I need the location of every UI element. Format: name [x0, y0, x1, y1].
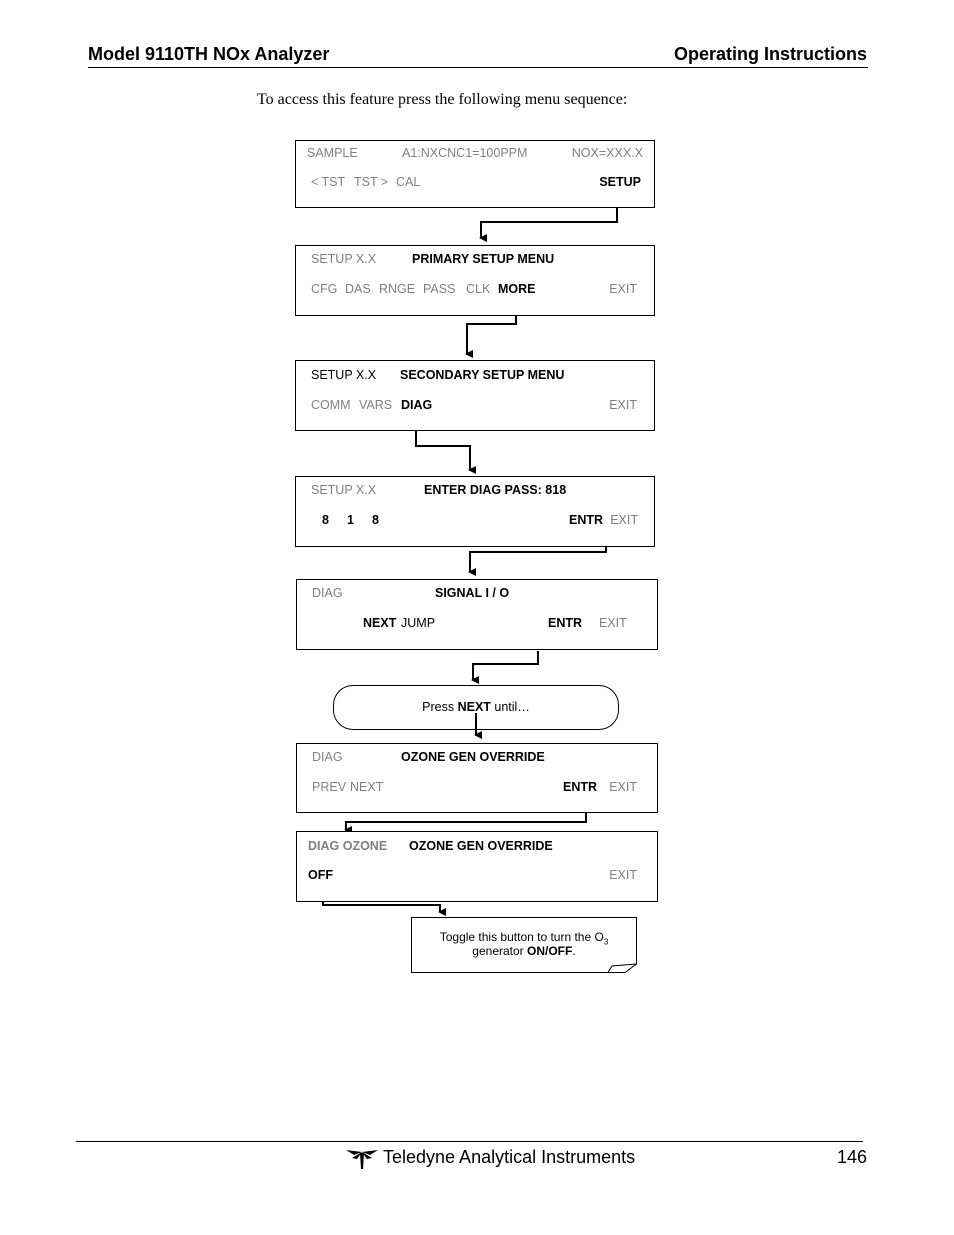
screen-title: SIGNAL I / O — [435, 586, 510, 600]
screen-mode: SETUP X.X — [311, 368, 377, 382]
screen-mode: SETUP X.X — [311, 483, 377, 497]
comm-button[interactable]: COMM — [311, 398, 351, 412]
note-line-2: generator ON/OFF. — [411, 944, 637, 958]
press-next-callout: Press NEXT until… — [333, 685, 619, 730]
screen-ozone-toggle: DIAG OZONE OZONE GEN OVERRIDE OFF EXIT — [296, 831, 658, 902]
screen-title: ENTER DIAG PASS: 818 — [424, 483, 567, 497]
diag-button[interactable]: DIAG — [401, 398, 433, 412]
off-toggle-button[interactable]: OFF — [308, 868, 333, 882]
tst-next-button[interactable]: TST > — [354, 175, 389, 189]
footer-company: Teledyne Analytical Instruments — [383, 1147, 636, 1167]
screen-mode: DIAG — [312, 586, 343, 600]
screen-mode: SAMPLE — [307, 146, 358, 160]
note-frame — [411, 917, 637, 973]
screen-primary-setup: SETUP X.X PRIMARY SETUP MENU CFG DAS RNG… — [295, 245, 655, 316]
screen-diag-pass: SETUP X.X ENTER DIAG PASS: 818 8 1 8 ENT… — [295, 476, 655, 547]
clk-button[interactable]: CLK — [466, 282, 491, 296]
entr-button[interactable]: ENTR — [563, 780, 598, 794]
screen-ozone-override: DIAG OZONE GEN OVERRIDE PREV NEXT ENTR E… — [296, 743, 658, 813]
screen-mode: DIAG — [312, 750, 343, 764]
note-text-1: Toggle this button to turn the O — [439, 930, 604, 944]
jump-button[interactable]: JUMP — [401, 616, 436, 630]
digit-3-button[interactable]: 8 — [372, 513, 379, 527]
connector-1 — [479, 196, 618, 242]
digit-1-button[interactable]: 8 — [322, 513, 329, 527]
connector-5 — [471, 651, 539, 684]
exit-button[interactable]: EXIT — [610, 513, 638, 527]
das-button[interactable]: DAS — [345, 282, 371, 296]
screen-conc: A1:NXCNC1=100PPM — [402, 146, 528, 160]
entr-button[interactable]: ENTR — [569, 513, 604, 527]
screen-title: PRIMARY SETUP MENU — [412, 252, 555, 266]
note-subscript: 3 — [603, 937, 609, 947]
intro-text: To access this feature press the followi… — [257, 91, 628, 108]
callout-pre: Press — [422, 700, 455, 714]
callout-key: NEXT — [457, 700, 491, 714]
next-button[interactable]: NEXT — [363, 616, 397, 630]
header-rule — [88, 67, 868, 68]
footer-rule — [76, 1141, 863, 1142]
callout-post: until… — [494, 700, 530, 714]
digit-2-button[interactable]: 1 — [347, 513, 354, 527]
exit-button[interactable]: EXIT — [609, 868, 637, 882]
note-line-1: Toggle this button to turn the O3 — [411, 930, 637, 949]
next-button[interactable]: NEXT — [350, 780, 384, 794]
note-key: ON/OFF — [527, 944, 573, 958]
page-number: 146 — [836, 1147, 867, 1167]
exit-button[interactable]: EXIT — [599, 616, 627, 630]
exit-button[interactable]: EXIT — [609, 780, 637, 794]
header-title: Model 9110TH NOx Analyzer — [88, 44, 330, 64]
toggle-note: Toggle this button to turn the O3 genera… — [411, 917, 637, 973]
note-period: . — [572, 944, 576, 958]
rnge-button[interactable]: RNGE — [379, 282, 416, 296]
screen-nox: NOX=XXX.X — [571, 146, 643, 160]
more-button[interactable]: MORE — [498, 282, 536, 296]
exit-button[interactable]: EXIT — [609, 282, 637, 296]
teledyne-logo-icon — [346, 1150, 378, 1169]
screen-title: OZONE GEN OVERRIDE — [409, 839, 553, 853]
screen-mode: DIAG OZONE — [308, 839, 388, 853]
screen-title: SECONDARY SETUP MENU — [400, 368, 565, 382]
entr-button[interactable]: ENTR — [548, 616, 583, 630]
header-section: Operating Instructions — [673, 44, 867, 64]
exit-button[interactable]: EXIT — [609, 398, 637, 412]
tst-prev-button[interactable]: < TST — [311, 175, 346, 189]
screen-signal-io: DIAG SIGNAL I / O NEXT JUMP ENTR EXIT — [296, 579, 658, 650]
screen-secondary-setup: SETUP X.X SECONDARY SETUP MENU COMM VARS… — [295, 360, 655, 431]
note-text-2: generator — [472, 944, 524, 958]
screen-title: OZONE GEN OVERRIDE — [401, 750, 545, 764]
cfg-button[interactable]: CFG — [311, 282, 338, 296]
vars-button[interactable]: VARS — [359, 398, 393, 412]
prev-button[interactable]: PREV — [312, 780, 347, 794]
screen-mode: SETUP X.X — [311, 252, 377, 266]
cal-button[interactable]: CAL — [396, 175, 421, 189]
screen-sample: SAMPLE A1:NXCNC1=100PPM NOX=XXX.X < TST … — [295, 140, 655, 208]
setup-button[interactable]: SETUP — [599, 175, 641, 189]
connector-7 — [344, 806, 587, 834]
pass-button[interactable]: PASS — [423, 282, 456, 296]
